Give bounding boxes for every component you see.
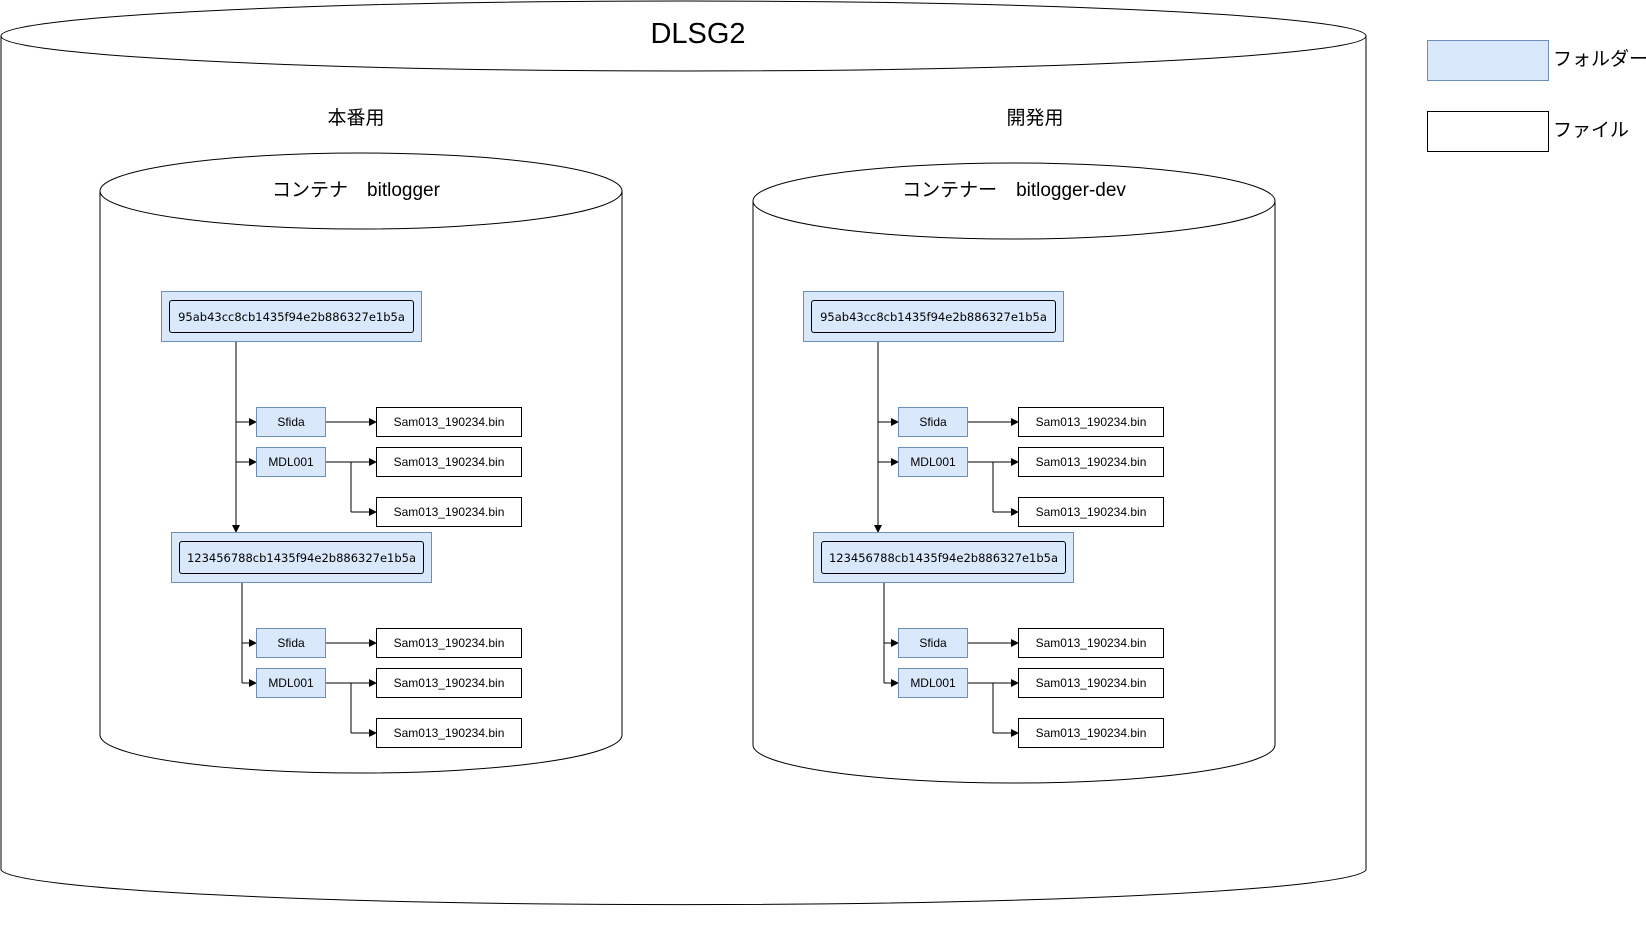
legend-file-swatch: [1427, 111, 1549, 152]
file-node: Sam013_190234.bin: [1018, 407, 1164, 437]
legend-folder-swatch: [1427, 40, 1549, 81]
file-node: Sam013_190234.bin: [376, 628, 522, 658]
container-cylinder-prod: [99, 152, 623, 774]
subfolder-node: MDL001: [898, 668, 968, 698]
container-name-prod: コンテナ bitlogger: [272, 180, 440, 201]
file-node: Sam013_190234.bin: [376, 497, 522, 527]
folder-node-hash: 95ab43cc8cb1435f94e2b886327e1b5a: [811, 300, 1056, 333]
subfolder-node: MDL001: [898, 447, 968, 477]
file-node: Sam013_190234.bin: [1018, 668, 1164, 698]
folder-node-hash: 123456788cb1435f94e2b886327e1b5a: [821, 541, 1066, 574]
file-node: Sam013_190234.bin: [1018, 447, 1164, 477]
subfolder-node: Sfida: [256, 628, 326, 658]
file-node: Sam013_190234.bin: [376, 718, 522, 748]
storage-title: DLSG2: [650, 18, 746, 50]
section-label-prod: 本番用: [327, 108, 385, 129]
subfolder-node: Sfida: [898, 628, 968, 658]
legend-file-label: ファイル: [1553, 120, 1630, 141]
file-node: Sam013_190234.bin: [376, 668, 522, 698]
file-node: Sam013_190234.bin: [1018, 718, 1164, 748]
folder-node-hash: 95ab43cc8cb1435f94e2b886327e1b5a: [169, 300, 414, 333]
subfolder-node: Sfida: [256, 407, 326, 437]
legend-folder-label: フォルダー: [1553, 49, 1646, 70]
container-name-dev: コンテナー bitlogger-dev: [902, 180, 1126, 201]
file-node: Sam013_190234.bin: [376, 407, 522, 437]
section-label-dev: 開発用: [1006, 108, 1064, 129]
connector-lines: [232, 342, 1019, 737]
subfolder-node: MDL001: [256, 668, 326, 698]
container-cylinder-dev: [752, 162, 1276, 784]
folder-node-hash: 123456788cb1435f94e2b886327e1b5a: [179, 541, 424, 574]
subfolder-node: Sfida: [898, 407, 968, 437]
file-node: Sam013_190234.bin: [376, 447, 522, 477]
file-node: Sam013_190234.bin: [1018, 497, 1164, 527]
file-node: Sam013_190234.bin: [1018, 628, 1164, 658]
subfolder-node: MDL001: [256, 447, 326, 477]
